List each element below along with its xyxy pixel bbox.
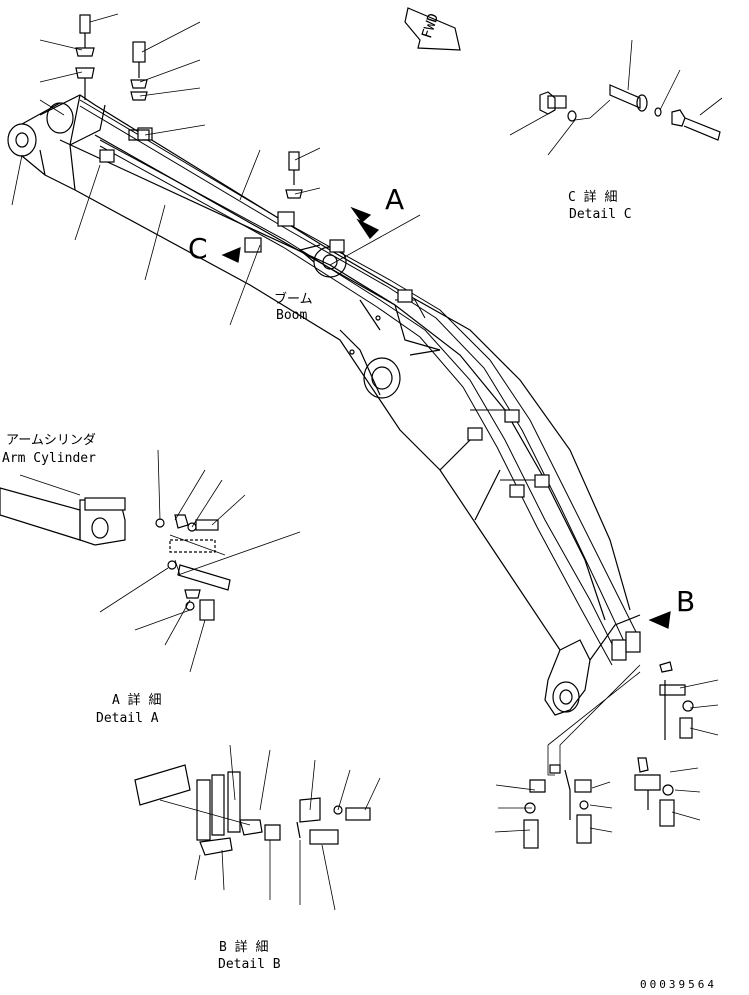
- fwd-arrow: [404, 7, 461, 51]
- detail-c-jp-label: C 詳 細: [568, 190, 618, 205]
- boom-en-label: Boom: [276, 308, 308, 323]
- document-number: 00039564: [640, 978, 717, 991]
- arm-cylinder-en-label: Arm Cylinder: [2, 451, 96, 466]
- detail-a-en-label: Detail A: [96, 711, 159, 726]
- detail-c-en-label: Detail C: [569, 207, 632, 222]
- top-fasteners: [11, 13, 421, 326]
- detail-b-right-drawing: [494, 661, 719, 849]
- arm-cylinder-jp-label: アームシリンダ: [6, 433, 96, 448]
- detail-a-drawing: [0, 449, 301, 673]
- boom-body: [7, 94, 641, 716]
- detail-b-en-label: Detail B: [218, 957, 281, 972]
- callout-a: A: [385, 183, 405, 216]
- boom-jp-label: ブーム: [274, 292, 313, 307]
- boom-clamps: [99, 127, 641, 661]
- callout-b: B: [676, 585, 696, 618]
- detail-b-jp-label: B 詳 細: [219, 940, 269, 955]
- callout-arrows: [221, 206, 671, 629]
- callout-c: C: [188, 232, 208, 265]
- boom-pipes: [79, 99, 641, 666]
- detail-c-drawing: [509, 39, 723, 156]
- detail-a-jp-label: A 詳 細: [112, 693, 162, 708]
- detail-b-left-drawing: [134, 744, 381, 911]
